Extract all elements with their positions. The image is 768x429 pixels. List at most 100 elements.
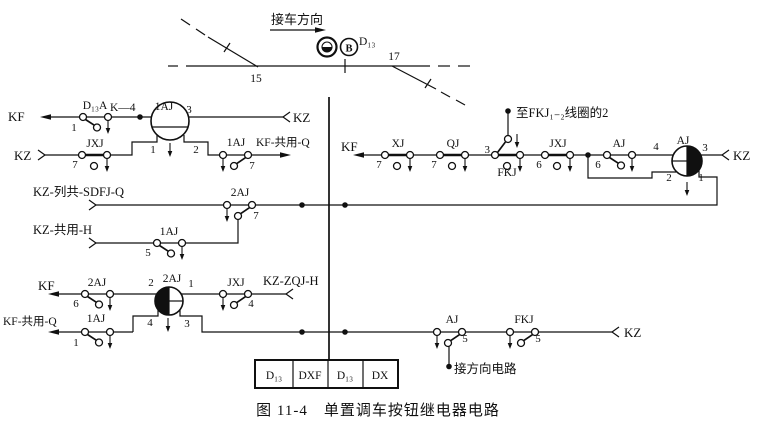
contact-2aj-6: 2AJ 6 [73,277,113,311]
contact-name: FKJ [497,167,517,179]
contact-name: 1AJ [87,313,106,325]
relay-2aj-name: 2AJ [163,273,182,285]
relay-aj-name: AJ [677,135,690,147]
contact-name: QJ [447,138,460,150]
contact-fkj-3: 3 FKJ [485,113,524,179]
relay-1aj-pin3: 3 [186,104,192,116]
contact-pin: 5 [145,247,151,259]
contact-name: 2AJ [88,277,107,289]
label-kf-row5: KF [38,278,55,293]
contact-1aj-1: 1AJ 1 [73,313,113,349]
kz-chevron-icon [284,288,294,300]
relay-2aj-pin2: 2 [148,277,154,289]
relay-1aj: 1AJ 3 1 2 [150,101,199,158]
label-kz-zqj-h: KZ-ZQJ-H [263,274,319,288]
label-k4: K—4 [110,102,136,114]
contact-1aj-7: 1AJ 7 [220,137,255,172]
label-kz-row1: KZ [293,110,310,125]
button-signal-icon: B [339,37,359,57]
contact-pin: 6 [595,159,601,171]
kf-arrowhead-icon [40,114,51,120]
relay-aj: 4 AJ 3 2 1 [653,135,708,197]
direction-arrowhead-icon [315,27,326,33]
label-kz-right: KZ [733,148,750,163]
contact-jxj-4: JXJ 4 [220,277,254,311]
junction-dots [137,108,591,335]
kz-chevron-icon [88,237,98,249]
kz-chevron-icon [610,326,620,338]
contact-d13a: D₁₃A 1 [71,100,111,134]
label-kf-common-q-row6: KF-共用-Q [3,315,57,328]
contact-name: JXJ [227,277,245,289]
track-lines [168,18,470,106]
kz-chevron-icon [88,199,98,211]
relay-1aj-pin2: 2 [193,144,199,156]
box-cell-dx: DX [372,370,389,382]
relay-2aj-pin1: 1 [188,278,194,290]
label-kz-row2: KZ [14,148,31,163]
contact-name: D₁₃A [83,100,108,112]
contact-name: JXJ [86,138,104,150]
contact-pin: 3 [485,144,491,156]
kz-chevron-icon [37,149,47,161]
contact-2aj-7: 2AJ 7 [224,187,259,222]
contact-pin: 1 [71,122,77,134]
kf-arrowhead-icon [48,291,59,297]
relay-2aj-pin4: 4 [147,317,153,329]
contact-jxj-7: JXJ 7 [72,138,110,172]
contact-name: AJ [613,138,626,150]
relay-1aj-pin1: 1 [150,144,156,156]
kz-chevron-icon [720,149,730,161]
contact-pin: 7 [253,210,259,222]
contact-name: 1AJ [160,226,179,238]
contact-pin: 5 [462,333,468,345]
contact-xj-7: XJ 7 [376,138,413,172]
contact-pin: 7 [431,159,437,171]
contact-pin: 7 [249,160,255,172]
contact-pin: 7 [376,159,382,171]
track-diagram: 接车方向 15 17 B [168,12,470,106]
contact-pin: 5 [535,333,541,345]
turnout-15-label: 15 [250,73,262,85]
shunting-signal-icon [316,36,338,58]
kz-chevron-icon [281,111,291,123]
contact-qj-7: QJ 7 [431,138,468,172]
contact-name: XJ [392,138,405,150]
contact-1aj-5: 1AJ 5 [145,226,185,260]
kf-arrowhead-icon [48,329,59,335]
signal-d13-label: D₁₃ [359,36,375,48]
contact-pin: 4 [248,298,254,310]
contact-name: FKJ [514,314,534,326]
contact-aj-6: AJ 6 [595,138,635,172]
contact-name: JXJ [549,138,567,150]
relay-2aj-pin3: 3 [184,318,190,330]
label-kf-common-q-row2: KF-共用-Q [256,136,310,149]
label-to-fkj-coil: 至FKJ₁₋₂线圈的2 [516,105,608,120]
label-kf-row1: KF [8,109,25,124]
contact-pin: 7 [72,159,78,171]
relay-aj-pin2: 2 [666,172,672,184]
label-kf-right-row: KF [341,139,358,154]
relay-2aj: 2 2AJ 1 4 3 [147,273,194,333]
relay-aj-pin1: 1 [698,172,704,184]
box-cell-d13: D₁₃ [266,370,282,382]
relay-aj-pin3: 3 [702,142,708,154]
label-kz-train-common: KZ-列共-SDFJ-Q [33,185,124,199]
contact-jxj-6: JXJ 6 [536,138,573,172]
box-cell-d13b: D₁₃ [337,370,353,382]
contact-name: AJ [446,314,459,326]
wire-labels: KF K—4 KZ KZ KF-共用-Q KZ-列共-SDFJ-Q KZ-共用-… [3,102,750,376]
contact-pin: 6 [73,298,79,310]
relay-aj-pin4: 4 [653,141,659,153]
label-to-direction-circuit: 接方向电路 [454,361,517,376]
figure-caption: 图 11-4 单置调车按钮继电器电路 [256,402,500,419]
label-kz-bottom: KZ [624,325,641,340]
label-kz-common-h: KZ-共用-H [33,223,92,237]
contact-pin: 1 [73,337,79,349]
box-cell-dxf: DXF [298,370,321,382]
wire-network [37,111,730,338]
terminal-box: D₁₃ DXF D₁₃ DX [254,359,399,389]
contact-name: 2AJ [231,187,250,199]
contact-name: 1AJ [227,137,246,149]
